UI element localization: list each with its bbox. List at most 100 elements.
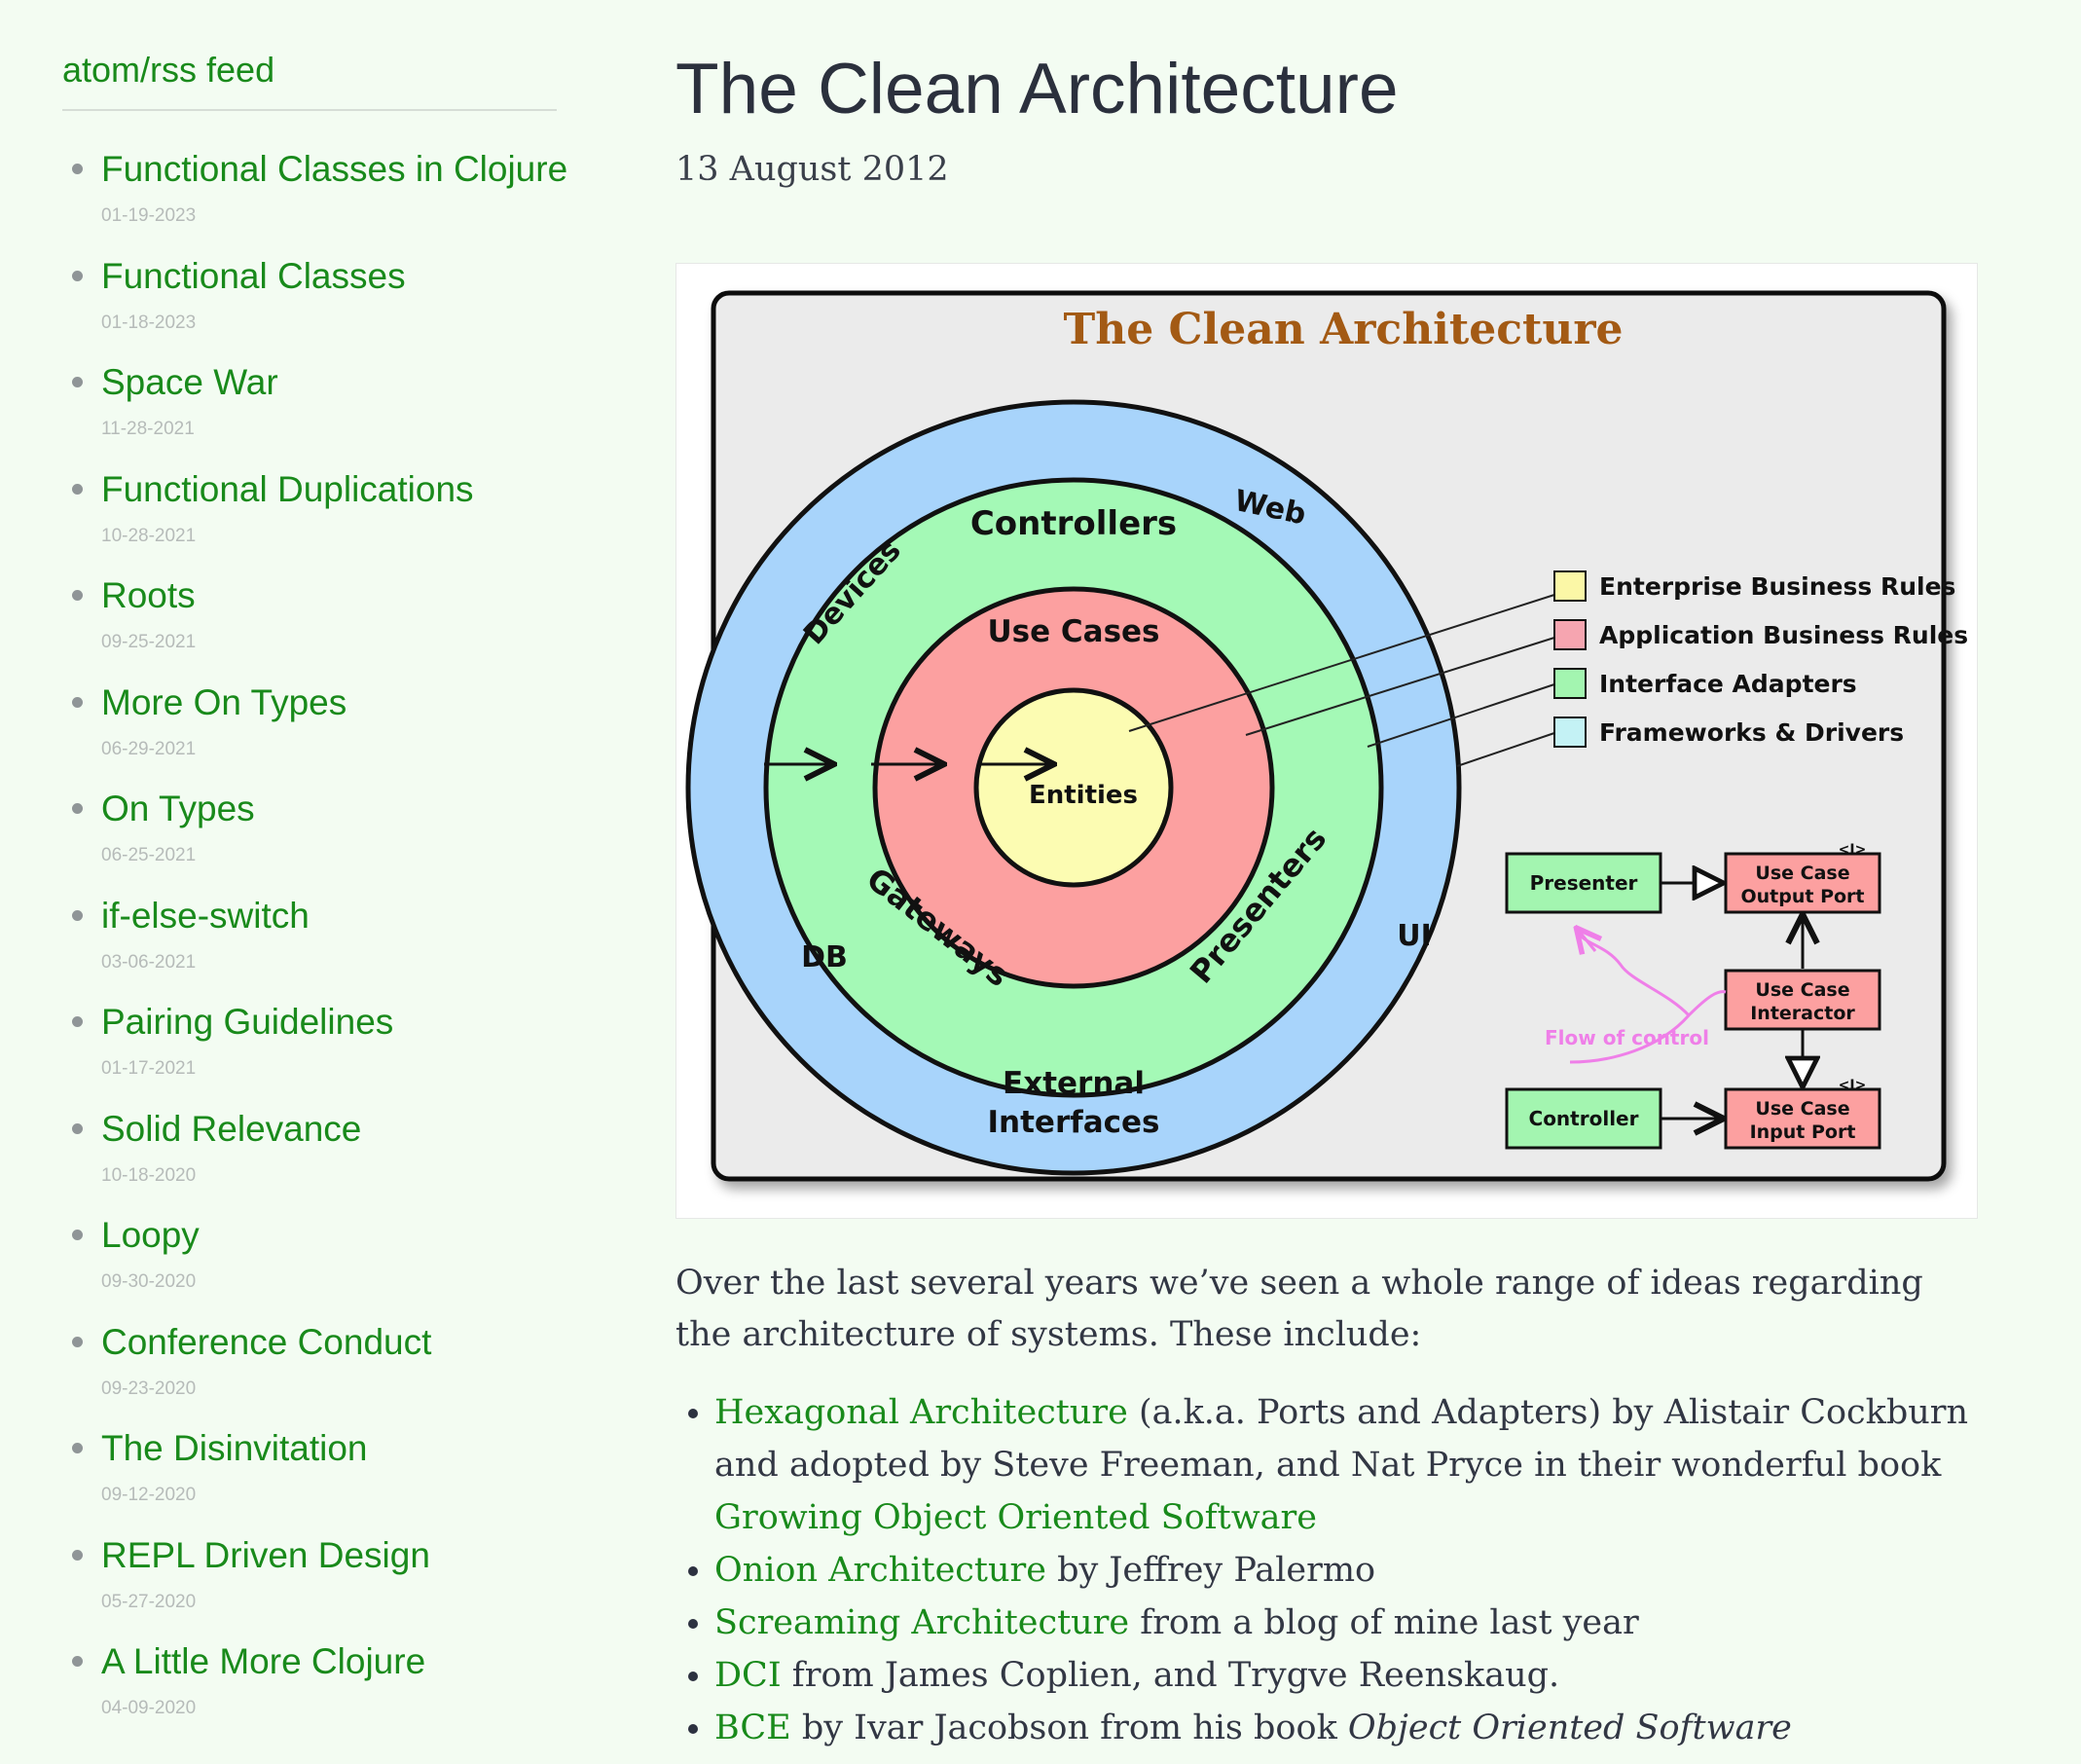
- list-item: Screaming Architecture from a blog of mi…: [714, 1597, 1980, 1649]
- legend-leader-line: [1456, 732, 1555, 767]
- page-title: The Clean Architecture: [675, 50, 1399, 129]
- legend-swatch-frameworks: [1553, 717, 1587, 748]
- rss-feed-link[interactable]: atom/rss feed: [62, 50, 275, 90]
- list-item-text: from James Coplien, and Trygve Reenskaug…: [781, 1656, 1560, 1695]
- bullet-icon: [72, 1230, 83, 1240]
- post-link[interactable]: Functional Duplications: [101, 468, 474, 509]
- bullet-icon: [72, 696, 83, 708]
- post-link[interactable]: Pairing Guidelines: [101, 1002, 394, 1042]
- goos-book-link[interactable]: Growing Object Oriented Software: [714, 1498, 1317, 1537]
- bullet-icon: [72, 164, 83, 174]
- entities-label: Entities: [1029, 781, 1138, 810]
- presenter-label: Presenter: [1530, 871, 1638, 895]
- post-link[interactable]: Space War: [101, 362, 278, 402]
- bullet-icon: [72, 483, 83, 495]
- post-link[interactable]: Solid Relevance: [101, 1108, 362, 1149]
- diagram-title: The Clean Architecture: [1063, 305, 1623, 354]
- bullet-icon: [72, 1443, 83, 1453]
- post-link[interactable]: Conference Conduct: [101, 1321, 432, 1362]
- post-link[interactable]: REPL Driven Design: [101, 1534, 430, 1575]
- entities-core: [973, 687, 1174, 888]
- legend-adapters-label: Interface Adapters: [1599, 670, 1857, 698]
- book-title: Object Oriented Software: [1347, 1709, 1792, 1747]
- interface-marker: <I>: [1839, 842, 1867, 858]
- legend-swatch-enterprise: [1553, 570, 1587, 602]
- legend-frameworks-label: Frameworks & Drivers: [1599, 718, 1904, 747]
- post-link[interactable]: The Disinvitation: [101, 1428, 368, 1468]
- legend-swatch-adapters: [1553, 668, 1587, 699]
- post-date: 06-29-2021: [101, 738, 197, 759]
- post-date: 01-18-2023: [101, 312, 197, 333]
- intro-paragraph: Over the last several years we’ve seen a…: [675, 1264, 1923, 1354]
- post-date: 05-27-2020: [101, 1591, 197, 1612]
- list-item: BCE by Ivar Jacobson from his book Objec…: [714, 1702, 1980, 1754]
- post-link[interactable]: Loopy: [101, 1215, 200, 1255]
- post-date: 09-25-2021: [101, 632, 197, 652]
- legend-leader-line: [1367, 683, 1555, 748]
- flow-of-control-arrowhead: [1578, 930, 1595, 951]
- ui-label: UI: [1397, 919, 1432, 953]
- external-label-line2: Interfaces: [988, 1105, 1160, 1140]
- bce-link[interactable]: BCE: [714, 1709, 791, 1747]
- interactor-label-line2: Interactor: [1750, 1003, 1855, 1024]
- post-date: 01-19-2023: [101, 205, 197, 226]
- list-item-text: from a blog of mine last year: [1129, 1603, 1639, 1642]
- post-date: 04-09-2020: [101, 1698, 197, 1718]
- post-link[interactable]: Roots: [101, 575, 196, 615]
- input-port-label-line2: Input Port: [1750, 1121, 1856, 1143]
- input-port-box: [1724, 1087, 1881, 1150]
- post-link[interactable]: if-else-switch: [101, 895, 310, 936]
- legend-enterprise-label: Enterprise Business Rules: [1599, 572, 1955, 601]
- hexagonal-architecture-link[interactable]: Hexagonal Architecture: [714, 1393, 1128, 1432]
- controller-box: [1505, 1087, 1662, 1150]
- interactor-box: [1724, 969, 1881, 1031]
- post-date: 09-23-2020: [101, 1378, 197, 1399]
- bullet-icon: [72, 1549, 83, 1561]
- article: The Clean Architecture 13 August 2012: [675, 43, 1980, 1754]
- bullet-icon: [72, 377, 83, 387]
- post-list-item: REPL Driven Design 05-27-2020: [62, 1528, 557, 1635]
- post-list-item: Functional Classes in Clojure 01-19-2023: [62, 142, 567, 249]
- list-item-text: (a.k.a. Ports and Adapters) by Alistair …: [714, 1393, 1969, 1485]
- list-item-text: by Ivar Jacobson from his book: [790, 1709, 1348, 1747]
- bullet-icon: [72, 803, 83, 814]
- post-link[interactable]: Functional Classes: [101, 255, 406, 296]
- legend-application-label: Application Business Rules: [1599, 621, 1968, 649]
- input-port-label-line1: Use Case: [1755, 1098, 1849, 1120]
- architecture-list: Hexagonal Architecture (a.k.a. Ports and…: [675, 1386, 1980, 1754]
- legend-leader-line: [1128, 594, 1555, 732]
- post-link[interactable]: Functional Classes in Clojure: [101, 149, 568, 189]
- onion-architecture-link[interactable]: Onion Architecture: [714, 1551, 1046, 1590]
- post-link[interactable]: On Types: [101, 789, 255, 828]
- interactor-label-line1: Use Case: [1755, 979, 1849, 1001]
- screaming-architecture-link[interactable]: Screaming Architecture: [714, 1603, 1130, 1642]
- clean-architecture-diagram: The Clean Architecture Entities Use Case…: [675, 263, 1978, 1219]
- presenter-box: [1505, 852, 1662, 914]
- flow-of-control-label: Flow of control: [1545, 1026, 1709, 1049]
- post-list-item: A Little More Clojure 04-09-2020: [62, 1635, 557, 1742]
- controllers-label: Controllers: [970, 504, 1177, 543]
- post-link[interactable]: A Little More Clojure: [101, 1641, 426, 1681]
- bullet-icon: [72, 909, 83, 921]
- post-date: 10-28-2021: [101, 525, 197, 546]
- db-label: DB: [801, 940, 848, 974]
- list-item: DCI from James Coplien, and Trygve Reens…: [714, 1649, 1980, 1702]
- bullet-icon: [72, 1656, 83, 1667]
- post-link[interactable]: More On Types: [101, 681, 347, 722]
- sidebar: atom/rss feed Functional Classes in Cloj…: [62, 39, 567, 1742]
- sidebar-divider: [62, 109, 557, 111]
- post-list-item: if-else-switch 03-06-2021: [62, 889, 557, 996]
- post-list-item: Roots 09-25-2021: [62, 569, 557, 676]
- list-item-text: by Jeffrey Palermo: [1045, 1551, 1376, 1590]
- list-item: Hexagonal Architecture (a.k.a. Ports and…: [714, 1386, 1980, 1544]
- dci-link[interactable]: DCI: [714, 1656, 782, 1695]
- post-date: 03-06-2021: [101, 951, 197, 973]
- post-list-item: More On Types 06-29-2021: [62, 676, 557, 783]
- bullet-icon: [72, 1122, 83, 1134]
- external-label-line1: External: [1003, 1066, 1145, 1101]
